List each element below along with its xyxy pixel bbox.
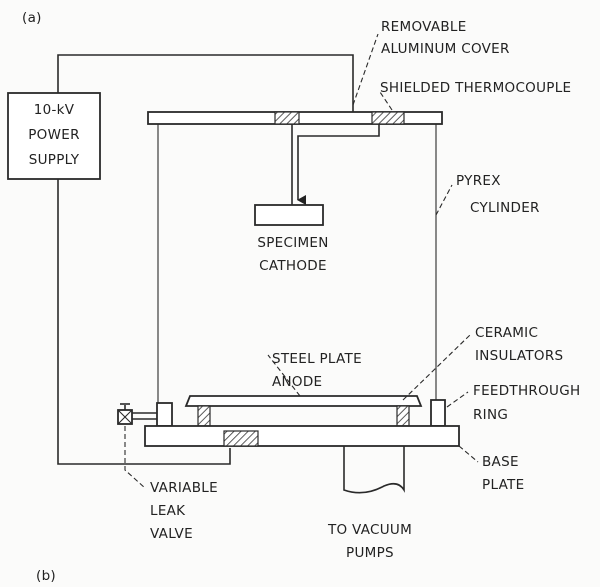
wire-to-base [57,179,231,465]
cover-label-1: REMOVABLE [381,19,467,35]
thermocouple-label: SHIELDED THERMOCOUPLE [380,80,571,96]
base-insulator [223,430,259,447]
leader-cover [352,33,379,106]
leader-base [458,445,479,463]
wire-to-cover [57,54,354,112]
base-plate [144,425,460,447]
power-supply-label-3: SUPPLY [29,152,80,168]
feedthrough-label-2: RING [473,407,508,423]
feedthrough-post-left [156,402,173,427]
ceramic-insulator-left [197,405,211,427]
cover-label-2: ALUMINUM COVER [381,41,510,57]
ceramic-insulator-right [396,405,410,427]
leader-feedthrough [446,391,469,408]
feedthrough-label-1: FEEDTHROUGH [473,383,580,399]
base-label-2: PLATE [482,477,524,493]
panel-label-a: (a) [22,10,42,26]
specimen-cathode [254,204,324,226]
leak-valve-label-2: LEAK [150,503,186,519]
vacuum-label-2: PUMPS [346,545,394,561]
leader-pyrex [435,184,453,216]
base-label-1: BASE [482,454,519,470]
vacuum-pipe [343,446,405,494]
vacuum-label-1: TO VACUUM [327,522,412,538]
thermocouple-probe [297,124,380,205]
specimen-label-1: SPECIMEN [257,235,328,251]
leak-valve-cross-2 [117,409,133,425]
leader-thermocouple [379,91,393,111]
power-supply-label-2: POWER [28,127,80,143]
feedthrough-ring [430,399,446,427]
steel-plate-label-2: ANODE [272,374,322,390]
ceramic-label-1: CERAMIC [475,325,538,341]
panel-label-b: (b) [36,568,56,584]
steel-plate-label-1: STEEL PLATE [272,351,362,367]
leader-leak-valve [124,426,146,489]
leader-steel-plate [267,354,301,397]
cover-insulator-right [371,111,405,125]
power-supply-box [7,92,101,180]
pyrex-label-2: CYLINDER [470,200,540,216]
specimen-label-2: CATHODE [259,258,327,274]
cover-insulator-left [274,111,300,125]
ceramic-label-2: INSULATORS [475,348,563,364]
leak-valve-label-1: VARIABLE [150,480,218,496]
steel-plate-anode [184,395,423,407]
pyrex-label-1: PYREX [456,173,501,189]
power-supply-label-1: 10-kV [34,102,75,118]
leak-valve-label-3: VALVE [150,526,193,542]
